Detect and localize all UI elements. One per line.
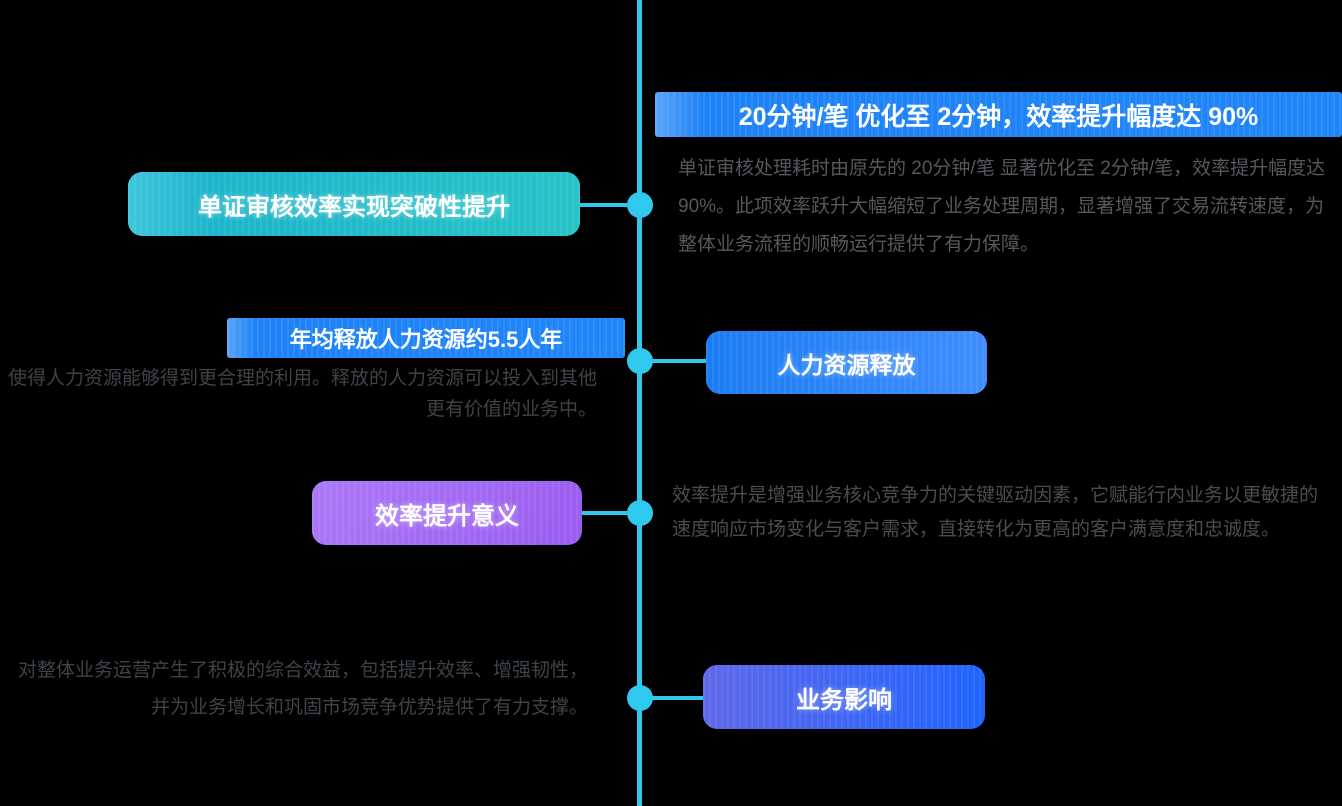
node-efficiency-significance[interactable]: 效率提升意义 <box>312 481 582 545</box>
connector-hr-release <box>640 359 708 363</box>
connector-efficiency-significance <box>580 511 640 515</box>
node-doc-efficiency[interactable]: 单证审核效率实现突破性提升 <box>128 172 580 236</box>
timeline-dot-hr-release <box>627 348 653 374</box>
timeline-dot-business-impact <box>627 685 653 711</box>
paragraph-hr-release: 使得人力资源能够得到更合理的利用。释放的人力资源可以投入到其他更有价值的业务中。 <box>7 368 597 420</box>
paragraph-efficiency-significance: 效率提升是增强业务核心竞争力的关键驱动因素，它赋能行内业务以更敏捷的速度响应市场… <box>672 485 1319 540</box>
banner-doc-efficiency-metric: 20分钟/笔 优化至 2分钟，效率提升幅度达 90% <box>655 92 1342 137</box>
node-hr-release[interactable]: 人力资源释放 <box>706 331 987 394</box>
node-hr-release-title: 人力资源释放 <box>777 351 916 378</box>
banner-hr-release-metric-text: 年均释放人力资源约5.5人年 <box>289 327 563 352</box>
connector-doc-efficiency <box>578 203 640 207</box>
node-business-impact[interactable]: 业务影响 <box>703 665 985 729</box>
node-doc-efficiency-title: 单证审核效率实现突破性提升 <box>198 193 510 221</box>
timeline-dot-efficiency-significance <box>627 500 653 526</box>
paragraph-doc-efficiency: 单证审核处理耗时由原先的 20分钟/笔 显著优化至 2分钟/笔，效率提升幅度达 … <box>678 158 1326 255</box>
connector-business-impact <box>640 696 705 700</box>
node-efficiency-significance-title: 效率提升意义 <box>375 502 519 530</box>
banner-doc-efficiency-metric-text: 20分钟/笔 优化至 2分钟，效率提升幅度达 90% <box>738 102 1259 131</box>
banner-hr-release-metric: 年均释放人力资源约5.5人年 <box>227 318 625 358</box>
timeline-dot-doc-efficiency <box>627 192 653 218</box>
node-business-impact-title: 业务影响 <box>796 686 892 714</box>
paragraph-business-impact: 对整体业务运营产生了积极的综合效益，包括提升效率、增强韧性，并为业务增长和巩固市… <box>17 660 588 718</box>
timeline-spine <box>637 0 642 806</box>
